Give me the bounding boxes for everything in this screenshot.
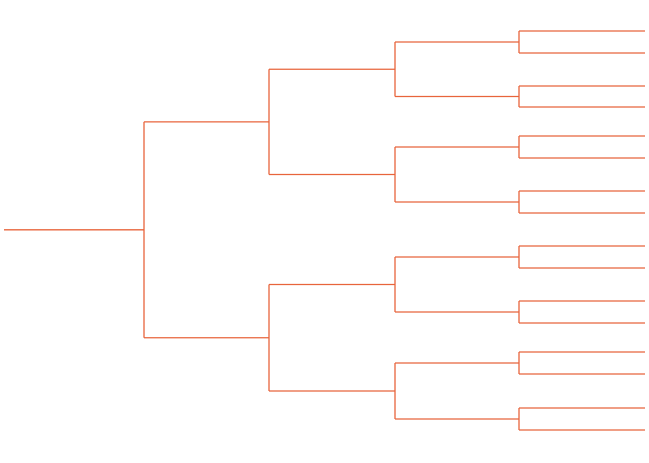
tree-lines (4, 30, 645, 431)
